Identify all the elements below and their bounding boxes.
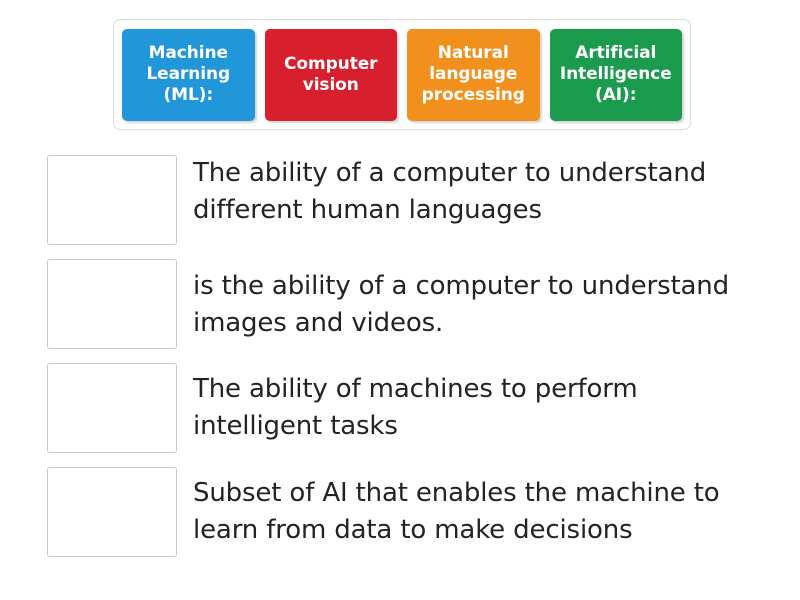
drop-zone-row-3[interactable]: [47, 363, 177, 453]
drop-zone-row-2[interactable]: [47, 259, 177, 349]
definition-row: Subset of AI that enables the machine to…: [47, 467, 787, 557]
definition-row: is the ability of a computer to understa…: [47, 259, 787, 349]
definition-text-row-4: Subset of AI that enables the machine to…: [193, 478, 720, 545]
tile-label-natural-language-processing: Natural language processing: [421, 43, 525, 105]
draggable-tile-artificial-intelligence[interactable]: Artificial Intelligence (AI):: [549, 28, 682, 121]
definition-row: The ability of machines to perform intel…: [47, 363, 787, 453]
definition-text-row-3: The ability of machines to perform intel…: [193, 374, 638, 441]
draggable-tile-computer-vision[interactable]: Computer vision: [264, 28, 397, 121]
definition-text-row-2: is the ability of a computer to understa…: [193, 271, 729, 338]
tile-label-computer-vision: Computer vision: [284, 53, 378, 95]
tile-label-machine-learning: Machine Learning (ML):: [146, 43, 231, 105]
draggable-tile-machine-learning[interactable]: Machine Learning (ML):: [122, 28, 255, 121]
tile-label-artificial-intelligence: Artificial Intelligence (AI):: [559, 43, 672, 105]
definition-row: The ability of a computer to understand …: [47, 155, 787, 245]
draggable-tile-natural-language-processing[interactable]: Natural language processing: [407, 28, 540, 121]
answer-tile-tray: Machine Learning (ML): Computer vision N…: [113, 19, 691, 130]
definition-text-row-1: The ability of a computer to understand …: [193, 158, 707, 225]
definition-row-list: The ability of a computer to understand …: [47, 155, 787, 571]
drop-zone-row-1[interactable]: [47, 155, 177, 245]
drop-zone-row-4[interactable]: [47, 467, 177, 557]
